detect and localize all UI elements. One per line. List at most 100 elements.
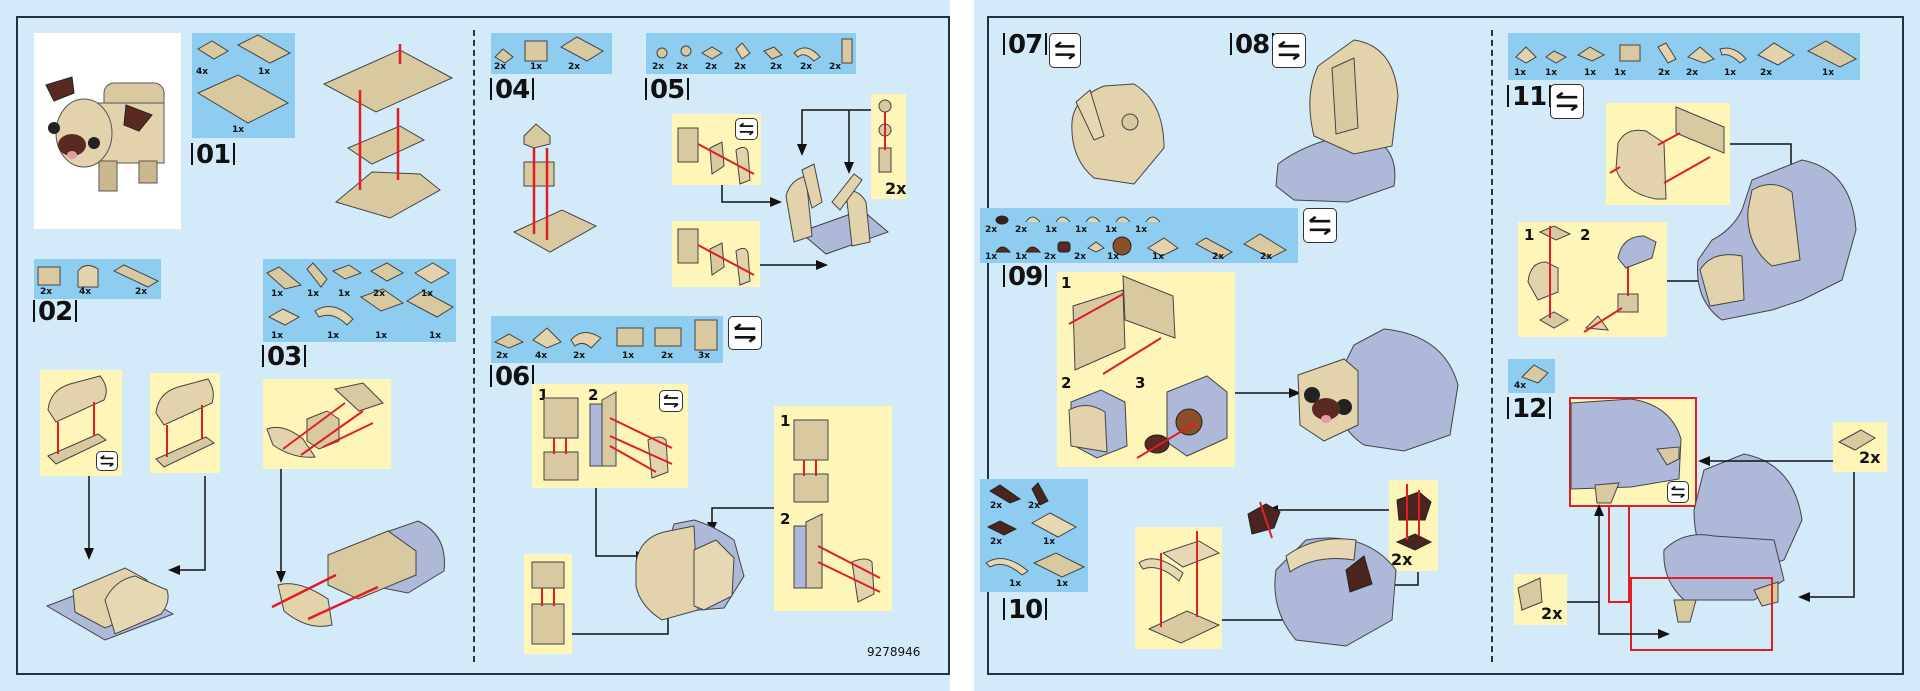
subassembly-box: 2x	[1514, 574, 1567, 625]
connector-arrows	[1235, 388, 1301, 398]
subassembly-box: 2x	[1833, 422, 1887, 472]
parts-list-step-12: 4x	[1508, 359, 1555, 393]
part-qty: 1x	[1822, 68, 1835, 78]
part-qty: 2x	[1044, 252, 1057, 262]
parts-list-step-09: 2x 2x 1x 1x 1x 1x 1x 1x 2x 2x 1x 1x 2x 2…	[980, 208, 1298, 263]
subassembly-box	[672, 114, 761, 185]
assembly-illustration	[47, 375, 107, 465]
part-qty: 2x	[1658, 68, 1671, 78]
part-qty: 1x	[1056, 579, 1069, 589]
part-qty: 2x	[800, 62, 813, 72]
column-divider	[473, 30, 475, 662]
part-qty: 2x	[40, 287, 53, 297]
callout-zoom-frame	[1630, 577, 1773, 651]
assembly-illustration	[543, 391, 673, 481]
part-qty: 4x	[535, 351, 548, 361]
instruction-page-left: 4x 1x 1x 01 2x 4x 2x 02	[0, 0, 950, 691]
part-qty: 2x	[1686, 68, 1699, 78]
rotate-model-icon[interactable]	[1272, 33, 1306, 68]
part-qty: 1x	[1724, 68, 1737, 78]
parts-list-step-05: 2x 2x 2x 2x 2x 2x 2x	[646, 33, 856, 74]
rotate-model-icon[interactable]	[1303, 208, 1337, 243]
part-qty: 1x	[1152, 252, 1165, 262]
assembly-illustration	[1247, 501, 1397, 647]
instruction-page-right: 07 08 2x	[974, 0, 1920, 691]
step-number: 10	[1000, 595, 1050, 625]
assembly-illustration	[1071, 83, 1165, 185]
brick-icon	[493, 319, 718, 351]
part-qty: 2x	[1074, 252, 1087, 262]
brick-icon	[1837, 429, 1876, 451]
parts-list-step-06: 2x 4x 2x 1x 2x 3x	[491, 316, 723, 363]
parts-list-step-03: 1x 1x 1x 2x 1x 1x 1x 1x 1x	[263, 259, 456, 342]
substep-number: 3	[1135, 374, 1146, 392]
assembly-illustration	[1068, 275, 1228, 459]
pug-model-image	[45, 76, 165, 192]
assembly-illustration	[271, 520, 445, 627]
brick-icon	[494, 36, 604, 64]
step-number: 06	[487, 362, 537, 392]
parts-list-step-10: 2x 2x 2x 1x 1x 1x	[980, 479, 1088, 592]
callout-qty: 2x	[1391, 550, 1413, 569]
substep-number: 1	[780, 412, 791, 430]
part-qty: 1x	[1584, 68, 1597, 78]
part-qty: 2x	[990, 537, 1003, 547]
part-qty: 1x	[1135, 225, 1148, 235]
callout-qty: 2x	[885, 179, 907, 198]
finished-model-photo	[34, 33, 181, 229]
rotate-model-icon[interactable]	[728, 316, 762, 350]
rotate-model-icon	[1667, 481, 1689, 503]
part-qty: 2x	[568, 62, 581, 72]
part-qty: 1x	[271, 331, 284, 341]
parts-list-step-04: 2x 1x 2x	[491, 33, 612, 74]
assembly-illustration	[45, 567, 175, 641]
subassembly-box: 1 2	[532, 384, 688, 488]
brick-icon	[985, 482, 1086, 578]
step-number: 07	[1000, 30, 1050, 60]
substep-number: 2	[780, 510, 791, 528]
brick-icon	[1515, 40, 1858, 68]
parts-list-step-02: 2x 4x 2x	[34, 259, 161, 299]
part-qty: 1x	[375, 331, 388, 341]
part-qty: 2x	[652, 62, 665, 72]
rotate-model-icon[interactable]	[1049, 33, 1081, 68]
substep-number: 2	[1061, 374, 1072, 392]
part-qty: 1x	[1614, 68, 1627, 78]
substep-number: 2	[1580, 226, 1591, 244]
rotate-model-icon[interactable]	[1550, 84, 1584, 119]
part-qty: 1x	[307, 289, 320, 299]
part-qty: 1x	[429, 331, 442, 341]
assembly-illustration	[322, 44, 454, 219]
part-qty: 3x	[698, 351, 711, 361]
subassembly-box	[40, 370, 122, 476]
part-qty: 1x	[1075, 225, 1088, 235]
subassembly-box: 1 2 3	[1057, 272, 1235, 467]
part-qty: 1x	[327, 331, 340, 341]
part-qty: 2x	[734, 62, 747, 72]
part-qty: 1x	[1045, 225, 1058, 235]
connector-arrows	[276, 469, 286, 583]
part-qty: 2x	[1028, 501, 1041, 511]
subassembly-box: 1 2	[1518, 222, 1667, 337]
part-qty: 1x	[421, 289, 434, 299]
assembly-illustration	[1275, 39, 1399, 203]
part-qty: 2x	[990, 501, 1003, 511]
part-qty: 1x	[622, 351, 635, 361]
part-qty: 2x	[135, 287, 148, 297]
subassembly-box	[150, 373, 220, 473]
brick-icon	[37, 264, 160, 288]
brick-icon	[266, 262, 454, 326]
brick-icon	[656, 38, 853, 64]
part-qty: 2x	[496, 351, 509, 361]
callout-leader-line	[1608, 505, 1630, 603]
part-qty: 1x	[1105, 225, 1118, 235]
subassembly-box: 2x	[1389, 480, 1438, 571]
part-qty: 1x	[258, 67, 271, 77]
assembly-illustration	[1663, 453, 1803, 623]
callout-qty: 2x	[1541, 604, 1563, 623]
callout-zoom-frame	[1569, 397, 1697, 507]
step-number: 09	[1000, 262, 1050, 292]
parts-list-step-11: 1x 1x 1x 1x 2x 2x 1x 2x 1x	[1508, 33, 1860, 80]
part-qty: 1x	[1043, 537, 1056, 547]
assembly-illustration	[512, 123, 598, 253]
